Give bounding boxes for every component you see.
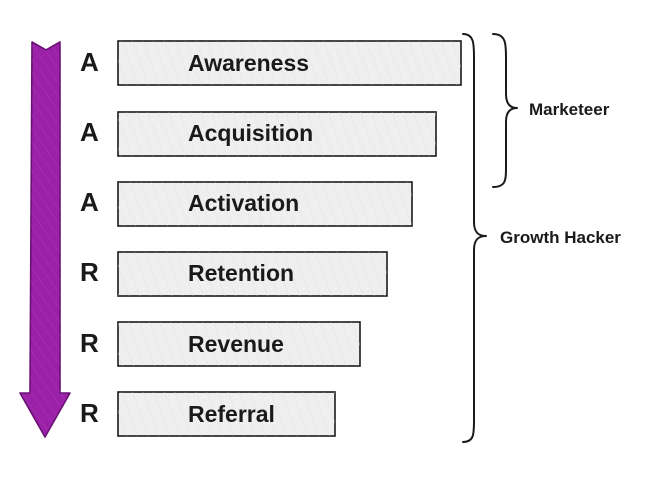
- stage-label: Referral: [188, 401, 275, 427]
- marketeer-brace: Marketeer: [492, 33, 610, 188]
- funnel-stages: A Awareness A Acquisition A Activation R…: [80, 40, 462, 437]
- stage-row: A Acquisition: [80, 111, 437, 157]
- curly-brace-icon: [492, 33, 518, 188]
- brace-label: Growth Hacker: [500, 228, 621, 247]
- stage-letter: A: [80, 187, 99, 217]
- stage-row: R Retention: [80, 251, 388, 297]
- brace-label: Marketeer: [529, 100, 610, 119]
- stage-row: A Activation: [80, 181, 413, 227]
- stage-row: A Awareness: [80, 40, 462, 86]
- curly-brace-icon: [462, 33, 487, 443]
- stage-letter: R: [80, 398, 99, 428]
- flow-arrow: [19, 41, 71, 438]
- stage-letter: A: [80, 117, 99, 147]
- stage-row: R Revenue: [80, 321, 361, 367]
- growth-hacker-brace: Growth Hacker: [462, 33, 621, 443]
- stage-label: Revenue: [188, 331, 284, 357]
- stage-letter: A: [80, 47, 99, 77]
- stage-label: Awareness: [188, 50, 309, 76]
- stage-letter: R: [80, 257, 99, 287]
- stage-row: R Referral: [80, 391, 336, 437]
- stage-label: Retention: [188, 260, 294, 286]
- stage-letter: R: [80, 328, 99, 358]
- stage-label: Acquisition: [188, 120, 313, 146]
- stage-label: Activation: [188, 190, 299, 216]
